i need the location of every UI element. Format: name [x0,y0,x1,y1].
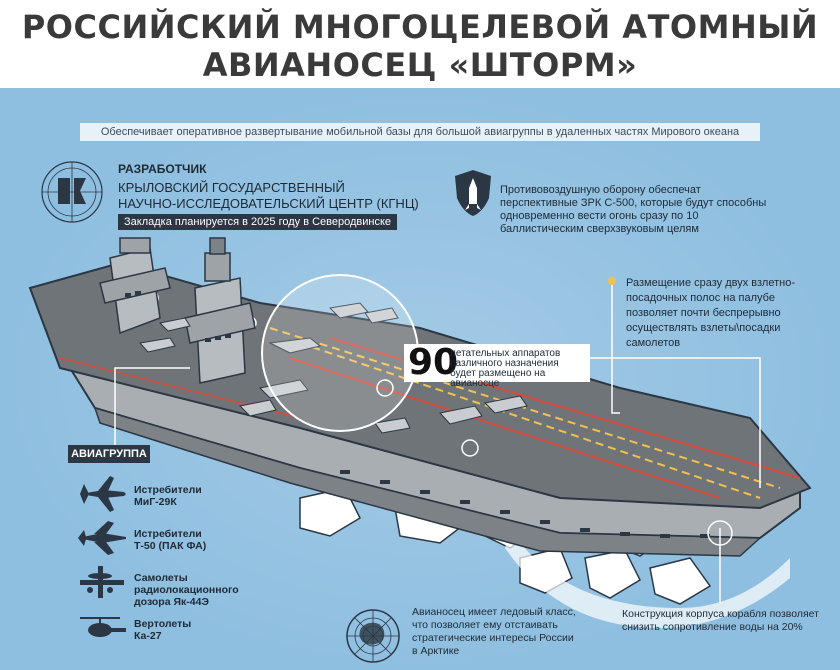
developer-name-line-1: КРЫЛОВСКИЙ ГОСУДАРСТВЕННЫЙ [118,180,345,195]
airgroup-item-label: Самолеты радиолокационного [134,572,239,596]
airgroup-item-label: Истребители [134,528,202,540]
airgroup-item-label: Вертолеты [134,618,192,630]
aircraft-count-line-2: различного назначения [450,358,559,369]
airgroup-item-model: МиГ-29К [134,496,177,508]
airgroup-item-yak44: Самолеты радиолокационного дозора Як-44Э [134,572,274,608]
callout-lines [114,281,761,603]
airgroup-item-model: Ка-27 [134,630,162,642]
airgroup-item-ka27: Вертолеты Ка-27 [134,618,274,642]
airgroup-item-model: дозора Як-44Э [134,596,209,608]
title-line-1: РОССИЙСКИЙ МНОГОЦЕЛЕВОЙ АТОМНЫЙ [21,8,819,46]
title-line-2: АВИАНОСЕЦ «ШТОРМ» [202,46,638,84]
airgroup-item-mig29k: Истребители МиГ-29К [134,484,274,508]
hull-design-text: Конструкция корпуса корабля позволяет сн… [622,608,819,633]
aircraft-count-box: 90 летательных аппаратов различного назн… [404,342,590,389]
page-title: РОССИЙСКИЙ МНОГОЦЕЛЕВОЙ АТОМНЫЙ АВИАНОСЕ… [0,8,840,84]
ice-class-text: Авианосец имеет ледовый класс, что позво… [412,606,576,657]
deck-aircraft [139,302,528,434]
aircraft-count-number: 90 [408,342,459,383]
developer-heading: РАЗРАБОТЧИК [118,162,207,176]
airgroup-item-t50: Истребители Т-50 (ПАК ФА) [134,528,274,552]
airgroup-item-label: Истребители [134,484,202,496]
aircraft-count-line-1: летательных аппаратов [450,348,561,359]
construction-note: Закладка планируется в 2025 году в Север… [118,214,398,230]
callout-dots [608,277,616,285]
aircraft-highlight-circle [261,274,419,432]
air-defense-text: Противовоздушную оборону обеспечат персп… [500,184,767,235]
runways-text: Размещение сразу двух взлетно-посадочных… [626,277,795,349]
island-superstructure [99,237,256,384]
developer-name-line-2: НАУЧНО-ИССЛЕДОВАТЕЛЬСКИЙ ЦЕНТР (КГНЦ) [118,196,419,211]
airgroup-heading: АВИАГРУППА [68,445,150,463]
arctic-globe-icon [346,609,400,663]
t-50-icon [78,521,126,555]
developer-name: КРЫЛОВСКИЙ ГОСУДАРСТВЕННЫЙ НАУЧНО-ИССЛЕД… [118,180,419,212]
carrier-illustration [28,237,812,628]
summary-banner: Обеспечивает оперативное развертывание м… [80,123,760,141]
yak-44e-icon [80,566,124,598]
mig-29k-icon [80,476,126,512]
aircraft-count-line-3: будет размещено на авианосце [450,368,546,389]
ka-27-icon [80,617,126,637]
aircraft-count-caption: летательных аппаратов различного назначе… [450,349,590,389]
kgnc-logo-icon [41,161,103,223]
airgroup-item-model: Т-50 (ПАК ФА) [134,540,207,552]
missile-shield-icon [455,170,491,216]
